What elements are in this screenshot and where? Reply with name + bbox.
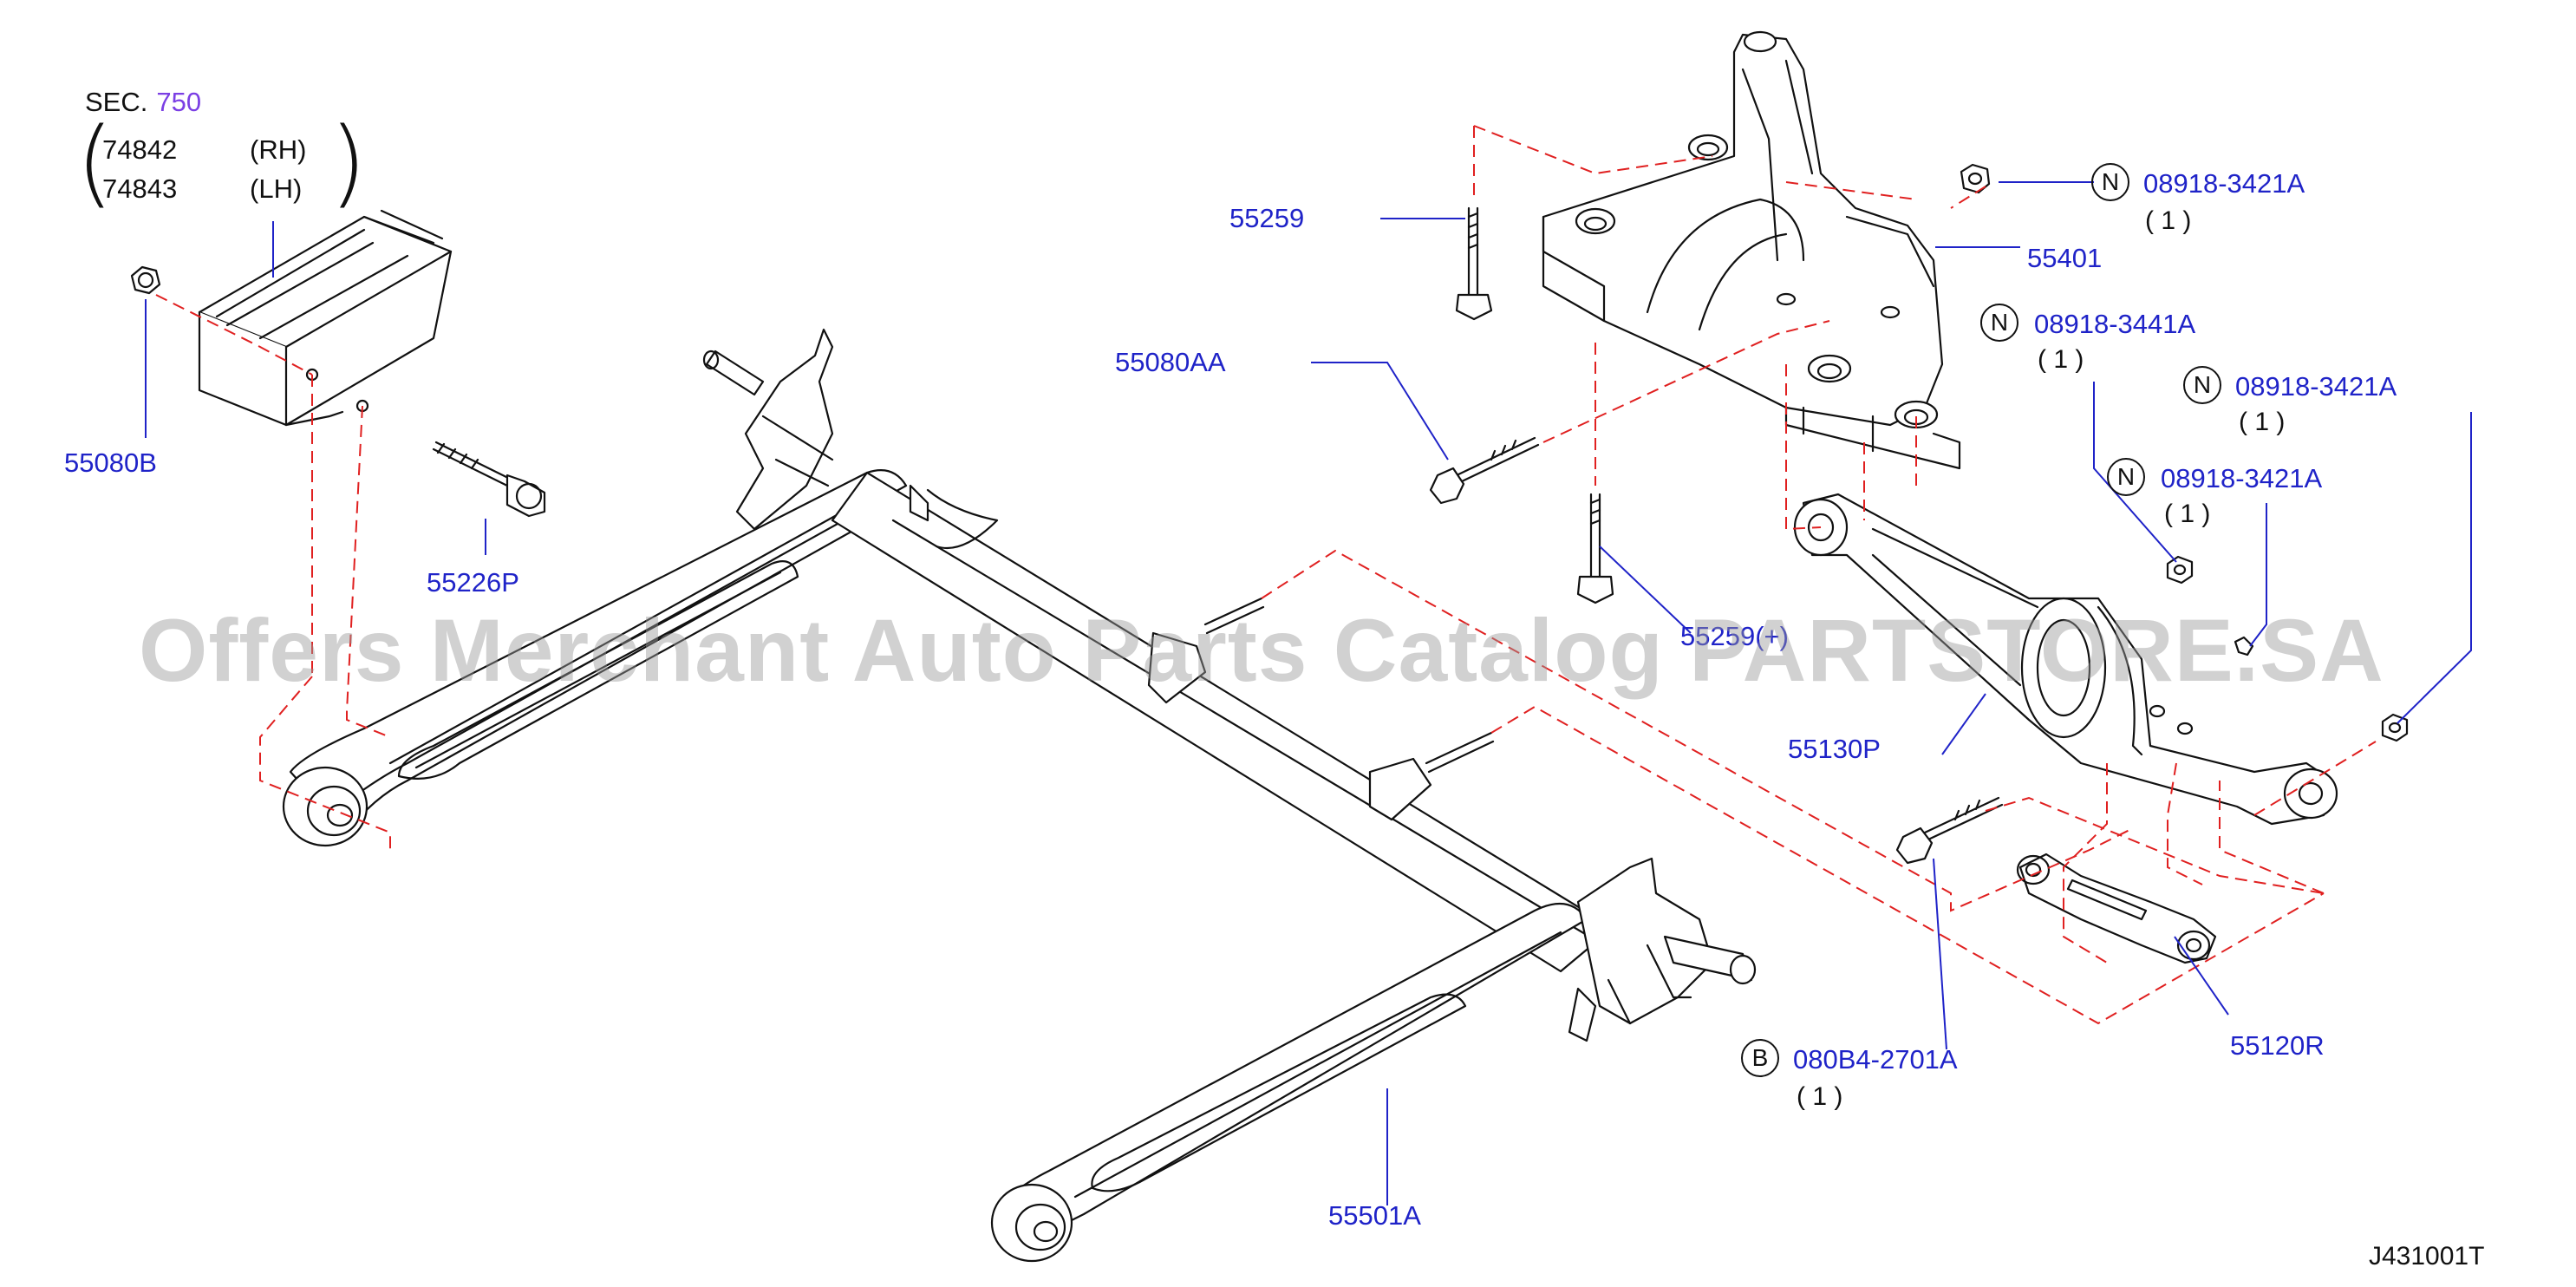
torsion-beam-axle-drawing (282, 328, 1757, 1263)
link-55120r-drawing (2016, 853, 2217, 964)
nut-55080b-drawing (130, 265, 161, 295)
callout-55401[interactable]: 55401 (2027, 243, 2103, 273)
bolt-080b4-drawing (1895, 796, 2004, 865)
section-row-rh: 74842 (RH) (102, 134, 345, 166)
fastener-qty-4: ( 1 ) (2164, 500, 2211, 528)
suspension-member-55401-drawing (1542, 30, 1961, 470)
marker-n-1: N (2091, 163, 2129, 201)
right-paren: ) (329, 107, 367, 218)
callout-55501a[interactable]: 55501A (1328, 1200, 1421, 1231)
fastener-qty-1: ( 1 ) (2145, 206, 2192, 235)
section-side-lh: (LH) (250, 173, 303, 204)
callout-55120r[interactable]: 55120R (2230, 1030, 2325, 1061)
callout-55080aa[interactable]: 55080AA (1115, 347, 1226, 377)
section-row-lh: 74843 (LH) (102, 173, 345, 205)
bolt-55259-lower-drawing (1576, 493, 1614, 604)
section-ref-title: SEC. 750 (85, 87, 201, 118)
bolt-55226p-drawing (432, 441, 546, 518)
section-number[interactable]: 750 (156, 87, 202, 117)
bolt-55259-drawing (1455, 206, 1493, 321)
section-part-lh: 74843 (102, 173, 178, 204)
callout-55130p[interactable]: 55130P (1788, 734, 1881, 764)
callout-55080b[interactable]: 55080B (64, 448, 157, 478)
fastener-qty-3: ( 1 ) (2239, 408, 2286, 436)
callout-55226p[interactable]: 55226P (427, 567, 519, 598)
callout-55259[interactable]: 55259 (1229, 203, 1305, 233)
left-paren: ( (76, 107, 114, 218)
fastener-qty-2: ( 1 ) (2038, 345, 2084, 374)
alignment-dashed-lines (155, 125, 2377, 1025)
marker-n-2: N (1980, 304, 2018, 342)
fastener-part-1[interactable]: 08918-3421A (2143, 168, 2305, 199)
fastener-part-4[interactable]: 08918-3421A (2161, 463, 2323, 493)
section-side-rh: (RH) (250, 134, 307, 165)
bolt-55080aa-drawing (1429, 436, 1540, 505)
callout-55259-lower[interactable]: 55259(+) (1680, 621, 1789, 651)
fastener-part-5[interactable]: 080B4-2701A (1793, 1044, 1958, 1075)
watermark-text: Offers Merchant Auto Parts Catalog PARTS… (139, 601, 2384, 700)
section-prefix: SEC. (85, 87, 148, 117)
figure-code: J431001T (2369, 1242, 2485, 1271)
side-member-drawing (198, 209, 453, 427)
marker-n-4: N (2107, 458, 2145, 496)
section-part-rh: 74842 (102, 134, 178, 165)
fastener-part-3[interactable]: 08918-3421A (2235, 371, 2397, 402)
fastener-qty-5: ( 1 ) (1797, 1082, 1843, 1111)
leader-lines (145, 181, 2472, 1205)
fastener-part-2[interactable]: 08918-3441A (2034, 309, 2196, 339)
marker-b: B (1741, 1039, 1779, 1077)
marker-n-3: N (2183, 366, 2221, 404)
nuts-right-drawing (1960, 163, 2409, 742)
lower-link-55130p-drawing (1793, 493, 2338, 826)
